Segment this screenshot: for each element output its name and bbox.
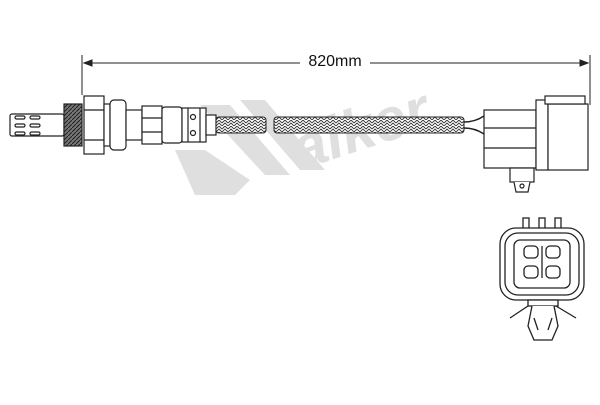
dimension-label: 820mm xyxy=(300,52,370,72)
connector-front xyxy=(499,217,585,341)
lead-wires xyxy=(463,115,485,135)
braided-sleeve-2 xyxy=(273,116,465,134)
thread xyxy=(63,103,83,147)
braided-sleeve-1 xyxy=(215,116,267,134)
connector-side xyxy=(483,95,589,193)
sensor-tip xyxy=(9,113,65,137)
sensor-body xyxy=(103,99,217,151)
hex-nut xyxy=(83,95,105,155)
